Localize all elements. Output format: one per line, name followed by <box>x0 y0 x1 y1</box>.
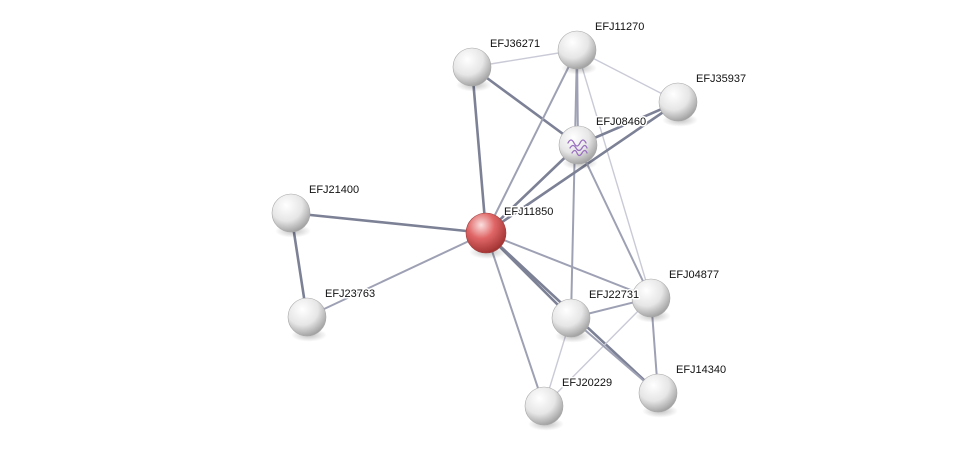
edge-efj21400-efj11850[interactable] <box>289 211 488 235</box>
node-label: EFJ35937 <box>696 73 746 85</box>
node-efj35937[interactable]: EFJ35937 <box>658 72 748 127</box>
edge-efj23763-efj11850[interactable] <box>306 232 487 318</box>
nodes-layer: EFJ11850 EFJ36271 EFJ11270EFJ35937EFJ08460… <box>271 20 748 431</box>
edge-efj36271-efj11850[interactable] <box>470 65 488 235</box>
node-sphere[interactable] <box>287 297 327 337</box>
edge-efj04877-efj20229[interactable] <box>543 297 652 407</box>
node-sphere[interactable] <box>271 193 311 233</box>
node-efj21400[interactable]: EFJ21400 <box>271 183 361 238</box>
edge-efj08460-efj04877[interactable] <box>577 144 652 299</box>
node-sphere[interactable] <box>524 386 564 426</box>
node-label: EFJ23763 <box>325 288 375 300</box>
node-efj04877[interactable]: EFJ04877 <box>631 268 721 323</box>
node-sphere[interactable] <box>452 47 492 87</box>
edge-efj11270-efj11850[interactable] <box>485 49 578 234</box>
node-efj36271[interactable]: EFJ36271 <box>452 37 542 92</box>
node-sphere[interactable] <box>465 212 507 254</box>
edge-efj11850-efj04877[interactable] <box>485 232 652 299</box>
node-efj23763[interactable]: EFJ23763 <box>287 287 377 342</box>
node-sphere[interactable] <box>658 82 698 122</box>
node-label: EFJ20229 <box>562 377 612 389</box>
node-label: EFJ04877 <box>669 269 719 281</box>
node-sphere[interactable] <box>551 298 591 338</box>
node-efj11850[interactable]: EFJ11850 <box>465 205 555 259</box>
node-sphere[interactable] <box>557 30 597 70</box>
node-efj08460[interactable]: EFJ08460 <box>558 115 648 170</box>
node-efj14340[interactable]: EFJ14340 <box>638 363 728 418</box>
node-label: EFJ36271 <box>490 38 540 50</box>
protein-structure-icon <box>567 139 588 157</box>
edge-efj36271-efj08460[interactable] <box>470 65 580 147</box>
edge-efj11270-efj04877[interactable] <box>576 49 652 299</box>
node-efj22731[interactable]: EFJ22731 <box>551 288 641 343</box>
node-label: EFJ11270 <box>595 21 644 33</box>
node-label: EFJ08460 <box>596 116 646 128</box>
node-sphere[interactable] <box>631 278 671 318</box>
node-efj20229[interactable]: EFJ20229 <box>524 376 614 431</box>
node-efj11270[interactable]: EFJ11270 <box>557 20 646 75</box>
edge-efj08460-efj11850[interactable] <box>484 143 580 235</box>
node-sphere[interactable] <box>638 373 678 413</box>
edge-efj11270-efj22731[interactable] <box>570 49 578 319</box>
node-label: EFJ14340 <box>676 364 726 376</box>
node-label: EFJ11850 <box>504 206 553 218</box>
node-label: EFJ21400 <box>309 184 359 196</box>
node-label: EFJ22731 <box>589 289 639 301</box>
edge-efj11850-efj20229[interactable] <box>485 232 545 407</box>
